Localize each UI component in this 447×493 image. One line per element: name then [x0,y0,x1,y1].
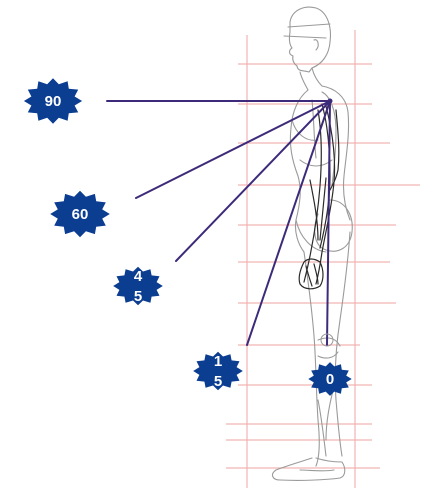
angle-badge-90: 90 [24,78,82,123]
shoulder-pivot [328,99,333,104]
figure-head [289,7,330,72]
angle-badge-60: 60 [50,191,110,237]
angle-badge-15: 15 [193,352,243,391]
figure-pelvis [296,200,352,252]
figure-ear [314,40,318,50]
badge-label: 1 [214,353,222,370]
figure-foot [273,458,345,480]
badge-label: 60 [72,206,89,223]
badge-label: 4 [134,268,143,285]
figure-back-leg [335,232,350,456]
angle-badge-0: 0 [308,362,351,396]
reference-grid [226,30,420,488]
ray-45 [176,101,330,261]
figure-foot-2 [300,470,334,471]
figure-head-guide [284,24,330,38]
badge-label: 90 [45,93,62,110]
angle-badge-45: 45 [113,267,163,306]
badge-label: 5 [134,288,142,305]
badge-label: 0 [326,371,334,388]
badge-label: 5 [214,373,222,390]
